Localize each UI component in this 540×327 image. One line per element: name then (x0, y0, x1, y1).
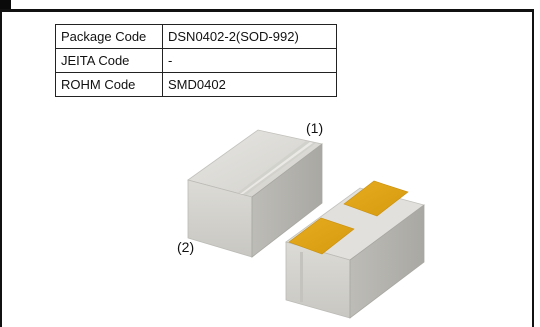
pad-anode (343, 180, 409, 217)
corner-marker (0, 0, 11, 11)
callout-label-2: (2) (177, 239, 195, 255)
callout-label-1: (1) (306, 120, 324, 136)
component-bottom-view (285, 180, 425, 319)
table-row: Package Code DSN0402-2(SOD-992) (55, 24, 337, 49)
package-code-value: DSN0402-2(SOD-992) (162, 24, 337, 49)
component-top-view (187, 129, 323, 258)
package-info-table: Package Code DSN0402-2(SOD-992) JEITA Co… (55, 24, 337, 97)
table-row: JEITA Code - (55, 48, 337, 73)
table-row: ROHM Code SMD0402 (55, 72, 337, 97)
rohm-code-value: SMD0402 (162, 72, 337, 97)
document-frame (0, 9, 534, 327)
pad-cathode (288, 217, 355, 255)
